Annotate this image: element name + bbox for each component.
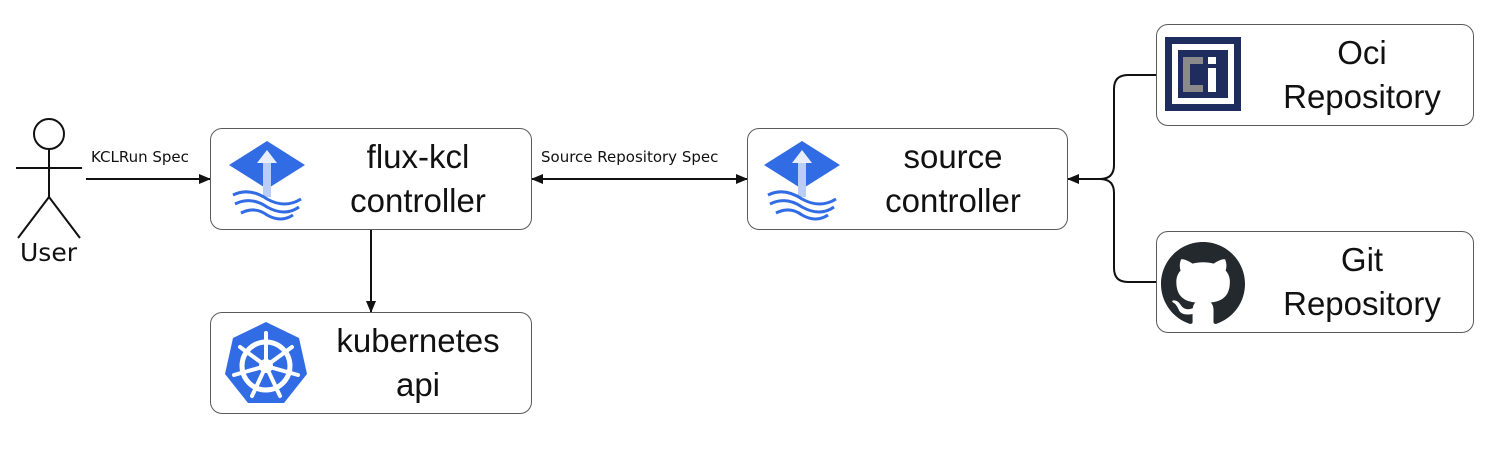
source-line1: source — [903, 138, 1003, 175]
kubernetes-api-node: kubernetes api — [210, 312, 532, 414]
kubernetes-line2: api — [395, 366, 441, 403]
git-repository-label: Git Repository — [1253, 238, 1471, 326]
oci-repository-node: Oci Repository — [1156, 24, 1474, 126]
user-actor-figure — [16, 118, 82, 239]
flux-kcl-controller-node: flux-kcl controller — [210, 128, 532, 230]
oci-repository-label: Oci Repository — [1253, 31, 1471, 119]
edge-label-source-repository-spec: Source Repository Spec — [541, 148, 719, 166]
flux-kcl-line1: flux-kcl — [366, 138, 470, 175]
flux-icon — [764, 141, 840, 221]
github-octocat-icon — [1161, 242, 1245, 324]
source-controller-label: source controller — [842, 135, 1064, 223]
oci-line1: Oci — [1337, 34, 1387, 71]
kubernetes-api-label: kubernetes api — [307, 319, 529, 407]
oci-ci-icon — [1165, 37, 1241, 111]
edge-label-kclrun-spec: KCLRun Spec — [91, 148, 189, 166]
git-line2: Repository — [1283, 285, 1441, 322]
flux-icon — [229, 141, 305, 221]
user-label: User — [20, 238, 77, 267]
git-repository-node: Git Repository — [1156, 231, 1474, 333]
flux-kcl-controller-label: flux-kcl controller — [307, 135, 529, 223]
edge-git-to-source — [1099, 178, 1156, 283]
edge-oci-to-source — [1080, 74, 1156, 180]
oci-line2: Repository — [1283, 78, 1441, 115]
kubernetes-helm-wheel-icon — [225, 322, 307, 403]
source-line2: controller — [885, 182, 1021, 219]
git-line1: Git — [1340, 241, 1384, 278]
source-controller-node: source controller — [747, 128, 1068, 230]
flux-kcl-line2: controller — [350, 182, 486, 219]
kubernetes-line1: kubernetes — [336, 322, 500, 359]
